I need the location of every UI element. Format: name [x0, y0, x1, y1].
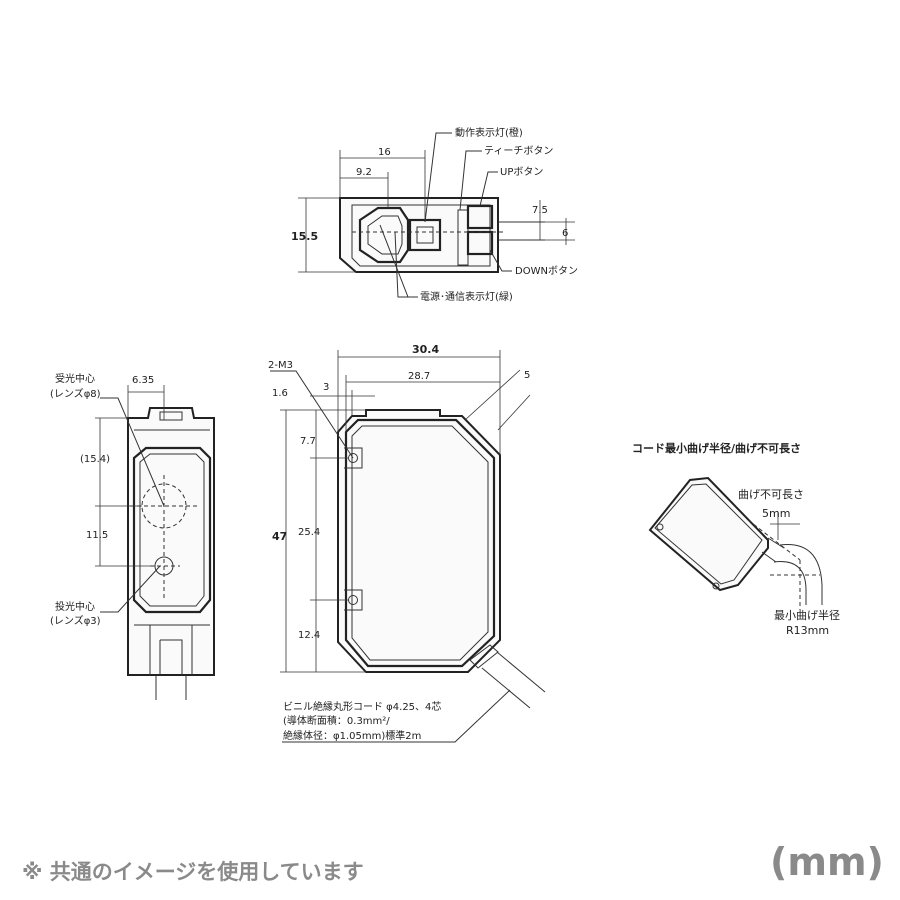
label-down-button: DOWNボタン [515, 265, 578, 277]
dim-7-5: 7.5 [532, 205, 548, 216]
no-bend-label: 曲げ不可長さ [738, 488, 804, 501]
label-2-m3: 2-M3 [268, 360, 293, 371]
label-up-button: UPボタン [500, 166, 543, 178]
bend-title: コード最小曲げ半径/曲げ不可長さ [632, 441, 801, 455]
dim-3: 3 [323, 382, 329, 393]
cord-note-line2: (導体断面積：0.3mm²/ [283, 714, 390, 727]
label-receiver-center: 受光中心 [55, 372, 95, 385]
dim-6-35: 6.35 [132, 375, 154, 386]
label-led-power: 電源･通信表示灯(緑) [420, 290, 513, 303]
cord-note-line3: 絶縁体径：φ1.05mm)標準2m [283, 729, 421, 742]
footer-note: ※ 共通のイメージを使用しています [22, 860, 364, 884]
label-emitter-center: 投光中心 [55, 600, 95, 613]
dim-30-4: 30.4 [412, 343, 439, 356]
dim-15-5: 15.5 [291, 230, 318, 243]
dim-16: 16 [378, 147, 391, 158]
label-receiver-lens: (レンズφ8) [50, 387, 101, 400]
dim-11-5: 11.5 [86, 530, 108, 541]
no-bend-length: 5mm [762, 507, 790, 520]
dim-9-2: 9.2 [356, 167, 372, 178]
label-teach-button: ティーチボタン [484, 145, 553, 157]
dim-28-7: 28.7 [408, 371, 430, 382]
label-emitter-lens: (レンズφ3) [50, 614, 101, 627]
min-radius-label: 最小曲げ半径 [774, 608, 840, 622]
top-view: 16 9.2 15.5 7.5 6 動作表示灯(橙) ティーチボタン UPボタン… [291, 126, 578, 303]
front-view: 30.4 28.7 3 5 2-M3 1.6 47 7.7 25.4 12.4 … [268, 343, 546, 743]
bend-view: コード最小曲げ半径/曲げ不可長さ 曲げ不可長さ 5mm 最小曲げ半径 R13mm [632, 441, 840, 637]
dim-1-6: 1.6 [272, 388, 288, 399]
dim-15-4: (15.4) [80, 454, 110, 465]
dim-5: 5 [524, 370, 530, 381]
dim-7-7: 7.7 [300, 436, 316, 447]
dim-25-4: 25.4 [298, 527, 320, 538]
min-radius-value: R13mm [786, 624, 829, 637]
dim-6: 6 [562, 228, 568, 239]
left-view: 6.35 (15.4) 11.5 受光中心 (レンズφ8) 投光中心 (レンズφ… [50, 372, 215, 700]
unit-label: (mm) [770, 840, 884, 884]
label-led-operation: 動作表示灯(橙) [455, 126, 523, 139]
dim-47: 47 [272, 530, 287, 543]
cord-note-line1: ビニル絶縁丸形コード φ4.25、4芯 [283, 700, 441, 713]
dim-12-4: 12.4 [298, 630, 320, 641]
